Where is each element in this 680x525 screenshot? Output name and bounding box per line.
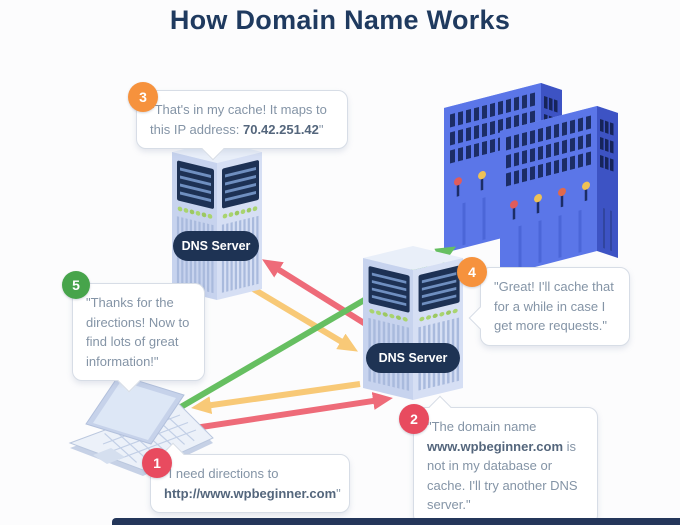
bubble-4-text: "Great! I'll cache that for a while in c… — [494, 279, 614, 333]
bubble-3-text: "That's in my cache! It maps to this IP … — [150, 102, 327, 137]
bubble-2-text-end: is not in my database or cache. I'll try… — [427, 438, 578, 513]
bubble-3-ip-address: 70.42.251.42 — [242, 121, 319, 137]
bubble-1-url: http://www.wpbeginner.com — [164, 485, 337, 501]
dns-server-label-pill — [173, 231, 259, 261]
arrow-step4-yellow — [191, 381, 361, 415]
bubble-2-text: "The domain name — [427, 419, 537, 434]
web-servers-illustration — [444, 83, 618, 276]
speech-bubble-5: "Thanks for the directions! Now to find … — [72, 283, 205, 393]
dns-server-right-illustration: DNS Server — [363, 246, 463, 400]
dns-server-label: DNS Server — [379, 351, 448, 365]
speech-bubble-1: "I need directions to http://www.wpbegin… — [150, 442, 350, 513]
dns-server-left-illustration: DNS Server — [172, 141, 262, 300]
bubble-2-domain: www.wpbeginner.com — [427, 438, 564, 454]
step-badge-3: 3 — [128, 82, 158, 112]
bubble-1-text: "I need directions to — [164, 466, 279, 481]
laptop-screen — [93, 381, 176, 440]
footer-bar — [112, 518, 680, 525]
dns-server-label-pill — [366, 343, 460, 373]
dns-server-label: DNS Server — [182, 239, 251, 253]
step-badge-4: 4 — [457, 257, 487, 287]
speech-bubble-2: "The domain name www.wpbeginner.com is n… — [413, 395, 598, 525]
bubble-1-text-end: " — [336, 485, 341, 501]
laptop-touchpad — [93, 448, 125, 464]
step-badge-2: 2 — [399, 404, 429, 434]
speech-bubble-4: "Great! I'll cache that for a while in c… — [468, 267, 630, 346]
page-title: How Domain Name Works — [169, 5, 511, 35]
bubble-3-text-end: " — [318, 121, 324, 137]
speech-bubble-3: "That's in my cache! It maps to this IP … — [136, 90, 348, 161]
bubble-5-text: "Thanks for the directions! Now to find … — [86, 295, 190, 369]
step-badge-5: 5 — [62, 271, 90, 299]
arrow-step1-red — [174, 392, 393, 434]
step-badge-1: 1 — [142, 448, 172, 478]
